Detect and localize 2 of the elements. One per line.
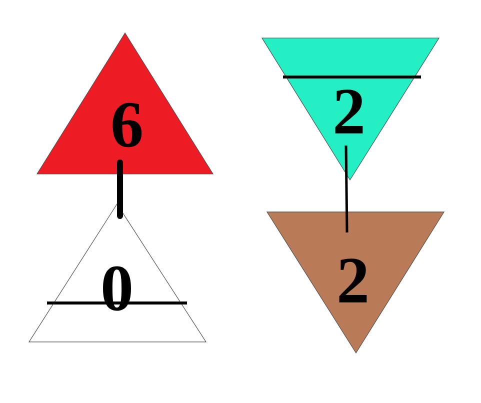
connector-line bbox=[344, 146, 348, 232]
connector-line bbox=[117, 159, 123, 220]
